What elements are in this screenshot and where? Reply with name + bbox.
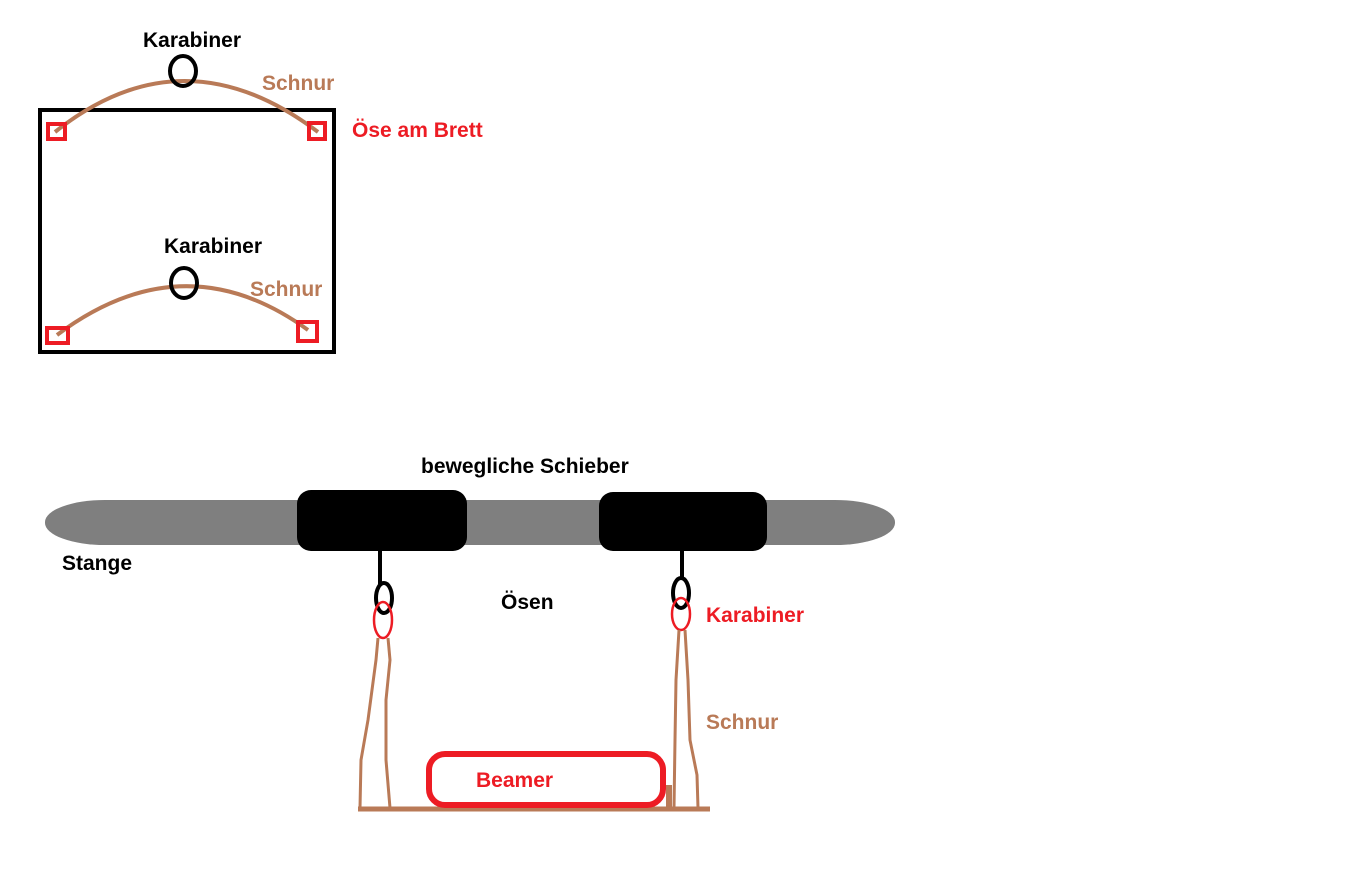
eyelet-upper-left [46,122,67,141]
label-rope-upper: Schnur [262,72,334,95]
label-carabiner-lower: Karabiner [164,235,262,258]
carabiner-lower [169,266,199,300]
rod-side-view: bewegliche Schieber Stange Ösen Karabine… [45,455,895,812]
carabiner-left [372,600,394,640]
rope-right [672,629,700,809]
label-rope: Schnur [706,711,778,734]
label-rope-lower: Schnur [250,278,322,301]
slider-right [599,492,767,551]
board [38,108,336,354]
eyelet-left [374,581,394,615]
label-eyelet: Öse am Brett [352,119,483,142]
label-sliders: bewegliche Schieber [421,455,629,478]
projector [426,751,666,808]
rope-lower [55,284,310,337]
label-eyelets: Ösen [501,591,554,614]
label-carabiner: Karabiner [706,604,804,627]
board-top-view: Karabiner Schnur Öse am Brett Karabiner … [38,29,483,354]
eyelet-right [671,576,691,610]
rope-left [358,637,392,809]
rod [45,500,895,545]
eyelet-lower-right [296,320,319,343]
carabiner-upper [168,54,198,88]
eyelet-upper-right [307,121,327,141]
label-projector: Beamer [476,769,553,792]
projector-shelf-post [666,785,672,808]
carabiner-right [670,596,692,632]
slider-left [297,490,467,551]
label-rod: Stange [62,552,132,575]
eyelet-lower-left [45,326,70,345]
rope-upper [53,79,320,134]
label-carabiner-upper: Karabiner [143,29,241,52]
